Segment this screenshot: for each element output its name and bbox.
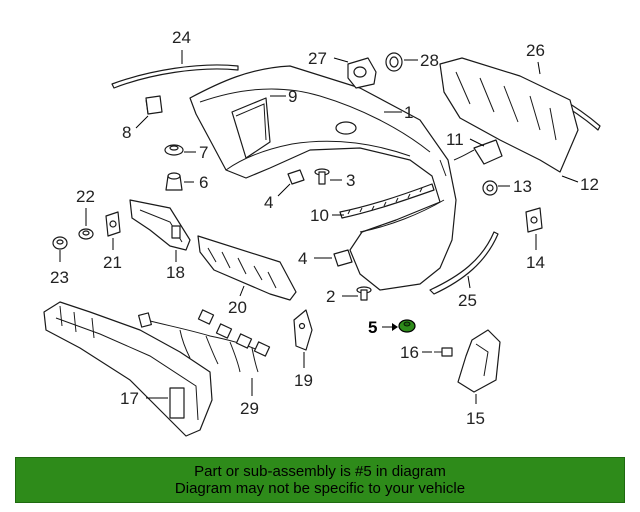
part-10-trim-strip: 10	[310, 183, 435, 225]
part-6-nut: 6	[165, 172, 208, 192]
callout-21[interactable]: 21	[103, 253, 122, 272]
callout-18[interactable]: 18	[166, 263, 185, 282]
part-5-highlighted[interactable]: 5	[368, 318, 416, 337]
part-27-sensor: 27	[308, 49, 377, 89]
part-25-trim-strip: 25	[429, 231, 499, 310]
part-2-screw-lower: 2	[326, 286, 372, 306]
part-15-splash-shield: 15	[457, 329, 501, 428]
callout-1[interactable]: 1	[404, 103, 413, 122]
callout-29[interactable]: 29	[240, 399, 259, 418]
callout-8[interactable]: 8	[122, 123, 131, 142]
callout-17[interactable]: 17	[120, 389, 139, 408]
callout-7[interactable]: 7	[199, 143, 208, 162]
part-7-grommet: 7	[164, 143, 208, 162]
callout-4-upper[interactable]: 4	[264, 193, 273, 212]
callout-23[interactable]: 23	[50, 268, 69, 287]
part-4-clip: 4	[264, 169, 305, 212]
part-24-trim-strip: 24	[111, 28, 239, 89]
callout-19[interactable]: 19	[294, 371, 313, 390]
callout-15[interactable]: 15	[466, 409, 485, 428]
callout-25[interactable]: 25	[458, 291, 477, 310]
callout-27[interactable]: 27	[308, 49, 327, 68]
callout-4-lower[interactable]: 4	[298, 249, 307, 268]
callout-24[interactable]: 24	[172, 28, 191, 47]
info-banner: Part or sub-assembly is #5 in diagram Di…	[15, 457, 625, 503]
part-22-grommet: 22	[76, 187, 95, 240]
callout-28[interactable]: 28	[420, 51, 439, 70]
part-29-wiring-harness: 29	[138, 309, 271, 418]
part-3-screw: 3	[314, 168, 355, 190]
part-11-bracket: 11	[446, 130, 503, 165]
part-23-nut: 23	[50, 236, 69, 287]
callout-22[interactable]: 22	[76, 187, 95, 206]
part-18-bracket: 18	[129, 199, 191, 282]
part-9-insert: 9	[231, 87, 297, 159]
part-4-clip-lower: 4	[298, 249, 353, 268]
part-21-clip-nut: 21	[103, 211, 122, 272]
callout-26[interactable]: 26	[526, 41, 545, 60]
banner-line-2: Diagram may not be specific to your vehi…	[174, 480, 466, 497]
part-20-lower-absorber: 20	[197, 235, 297, 317]
callout-20[interactable]: 20	[228, 298, 247, 317]
callout-10[interactable]: 10	[310, 206, 329, 225]
callout-2-lower[interactable]: 2	[326, 287, 335, 306]
callout-16[interactable]: 16	[400, 343, 419, 362]
callout-14[interactable]: 14	[526, 253, 545, 272]
callout-11[interactable]: 11	[446, 130, 464, 149]
part-12-diffuser: 12	[439, 57, 599, 194]
callout-13[interactable]: 13	[513, 177, 532, 196]
part-17-impact-bar: 17	[43, 301, 213, 437]
callout-12[interactable]: 12	[580, 175, 599, 194]
callout-6[interactable]: 6	[199, 173, 208, 192]
part-16-screw: 16	[400, 343, 453, 362]
callout-3[interactable]: 3	[346, 171, 355, 190]
part-14-clip: 14	[525, 207, 545, 272]
callout-5[interactable]: 5	[368, 318, 377, 337]
part-28-ring: 28	[385, 51, 439, 72]
part-13-grommet: 13	[482, 177, 532, 196]
part-8-clip: 8	[122, 95, 163, 142]
banner-line-1: Part or sub-assembly is #5 in diagram	[194, 463, 446, 480]
part-19-bracket: 19	[293, 309, 313, 390]
callout-9[interactable]: 9	[288, 87, 297, 106]
